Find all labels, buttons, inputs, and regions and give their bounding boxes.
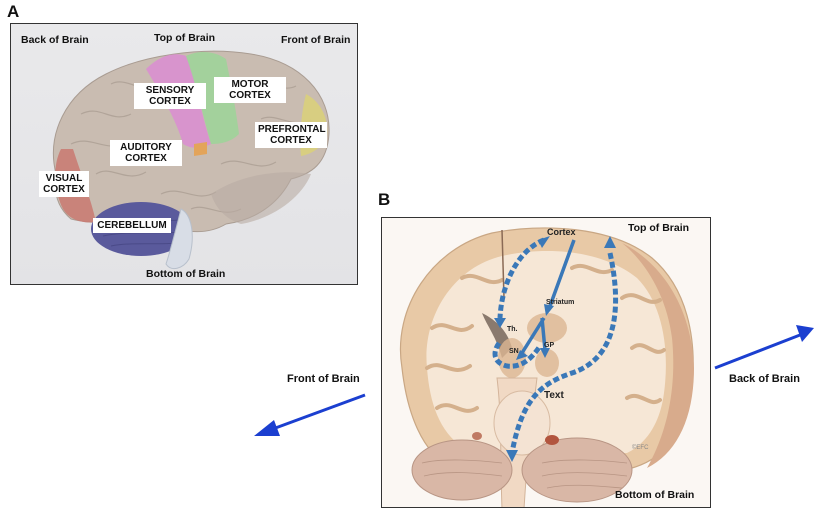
panel-a-front-label: Front of Brain bbox=[281, 34, 351, 46]
panel-a-bottom-label: Bottom of Brain bbox=[146, 268, 226, 280]
cortex-surface-right bbox=[622, 243, 694, 468]
cerebellum-label: CEREBELLUM bbox=[93, 218, 171, 233]
motor-cortex-region bbox=[186, 52, 239, 145]
arrowheads bbox=[494, 236, 616, 462]
dentate-nucleus-left bbox=[472, 432, 482, 440]
solid-pathways bbox=[520, 239, 576, 354]
cerebellum-folia bbox=[421, 459, 628, 489]
gp-label: GP bbox=[544, 342, 555, 349]
cerebellum-right bbox=[521, 437, 633, 503]
back-arrow-head bbox=[796, 325, 814, 342]
back-arrow-shaft bbox=[714, 333, 801, 370]
arrowhead-cortex-right bbox=[604, 236, 616, 248]
gyri-lines bbox=[425, 264, 666, 413]
panel-b-letter: B bbox=[378, 190, 391, 209]
front-of-brain-label: Front of Brain bbox=[287, 373, 360, 385]
panel-b-top-label: Top of Brain bbox=[628, 222, 690, 234]
thalamic-loop-pathway bbox=[492, 341, 543, 369]
midline-fissure bbox=[501, 229, 505, 299]
panel-a-letter: A bbox=[7, 2, 20, 21]
arrowhead-striatum bbox=[544, 304, 554, 316]
front-arrow-head bbox=[254, 420, 280, 436]
sn-label: SN bbox=[509, 348, 519, 355]
cortex-striatum-pathway bbox=[548, 239, 576, 307]
copyright-mark: ©EFC bbox=[632, 445, 649, 451]
lateral-brain-illustration bbox=[52, 50, 330, 270]
cortex-thalamus-pathway bbox=[497, 237, 545, 319]
gp-shape bbox=[535, 349, 559, 377]
panel-b-coronal-brain: Top of Brain Bottom of Brain Cortex Stri… bbox=[381, 217, 711, 508]
back-of-brain-label: Back of Brain bbox=[729, 373, 800, 385]
striatum-label: Striatum bbox=[546, 299, 575, 306]
pathway-arrows bbox=[492, 237, 619, 454]
cortex-to-brainstem-pathway bbox=[509, 252, 619, 454]
panel-a-lateral-brain: Back of Brain Top of Brain Front of Brai… bbox=[10, 23, 358, 285]
arrowhead-cortex-left bbox=[538, 236, 550, 248]
arrowhead-thalamus bbox=[494, 318, 506, 328]
dentate-nucleus bbox=[545, 435, 559, 445]
panel-b-bottom-label: Bottom of Brain bbox=[615, 489, 695, 501]
striatum-shape bbox=[527, 313, 567, 343]
panel-a-back-label: Back of Brain bbox=[21, 34, 89, 46]
striatum-gp-pathway bbox=[540, 317, 547, 351]
panel-a-top-label: Top of Brain bbox=[154, 32, 216, 44]
brainstem-shape bbox=[165, 208, 193, 270]
thalamus-label: Th. bbox=[507, 326, 518, 333]
auditory-cortex-region bbox=[194, 142, 207, 156]
cerebellum-left bbox=[411, 439, 513, 501]
pons-shape bbox=[493, 390, 551, 456]
cortex-label: Cortex bbox=[547, 227, 576, 237]
text-label: Text bbox=[544, 390, 564, 401]
temporal-lobe-shape bbox=[211, 172, 311, 224]
arrowhead-bottom bbox=[506, 450, 518, 462]
front-arrow-shaft bbox=[269, 393, 366, 432]
arrowhead-gp bbox=[540, 348, 550, 358]
striatum-sn-pathway bbox=[520, 317, 546, 354]
arrowhead-sn bbox=[516, 350, 528, 360]
coronal-brain-illustration bbox=[400, 227, 694, 507]
